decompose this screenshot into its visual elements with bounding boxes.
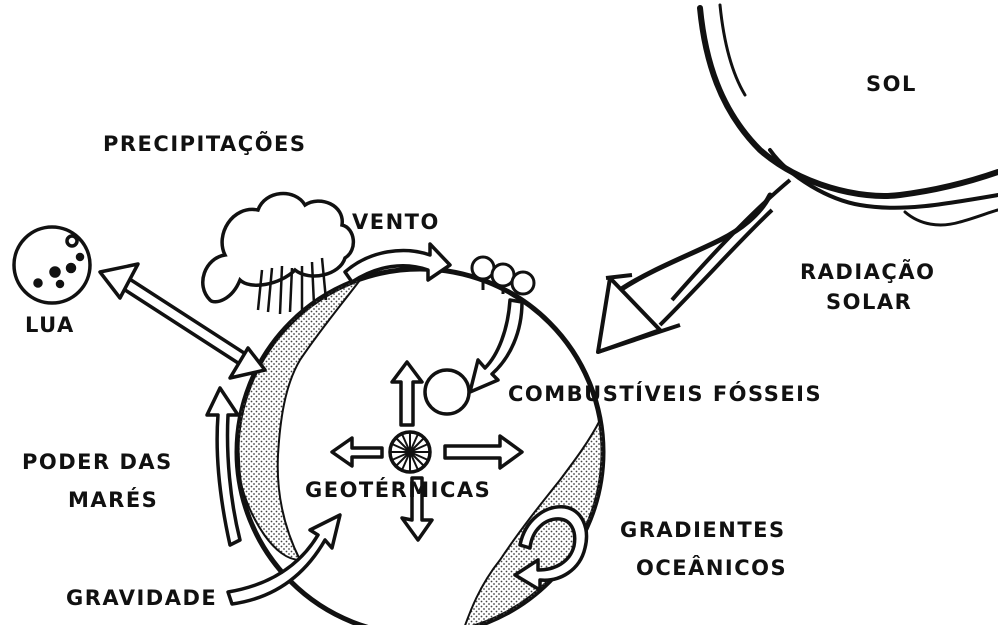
label-gravity: GRAVIDADE [66, 586, 218, 610]
label-ocean-gradients-1: GRADIENTES [620, 518, 786, 542]
label-ocean-gradients-2: OCEÂNICOS [636, 556, 788, 580]
ocean-current-arrow [513, 505, 589, 592]
fossil-fuel-arrow [468, 298, 524, 394]
geo-arrow-down [400, 476, 434, 542]
label-sun: SOL [866, 72, 917, 96]
sun-shape [617, 3, 998, 293]
wind-arrow [343, 242, 452, 284]
label-tidal-power-1: PODER DAS [22, 450, 173, 474]
tidal-arrow [205, 386, 242, 547]
geothermal-arrows [330, 360, 524, 542]
label-solar-radiation-2: SOLAR [826, 290, 913, 314]
moon [12, 225, 92, 305]
label-precipitation: PRECIPITAÇÕES [103, 132, 307, 156]
label-tidal-power-2: MARÉS [68, 488, 159, 512]
solar-radiation-arrow [596, 178, 792, 354]
label-wind: VENTO [352, 210, 440, 234]
label-geothermal: GEOTÉRMICAS [305, 478, 492, 502]
geo-arrow-left [330, 436, 384, 468]
trees [470, 255, 536, 296]
label-solar-radiation-1: RADIAÇÃO [800, 260, 936, 284]
rain-lines [256, 257, 328, 315]
gravity-arrow [226, 513, 342, 606]
rain-cloud [201, 191, 355, 304]
geo-arrow-up [390, 360, 424, 427]
fossil-fuel-deposit [423, 368, 471, 416]
label-moon: LUA [25, 313, 75, 337]
moon-earth-arrow [98, 262, 267, 380]
geo-arrow-right [443, 434, 524, 470]
geothermal-core [388, 430, 432, 474]
label-fossil-fuels: COMBUSTÍVEIS FÓSSEIS [508, 382, 823, 406]
